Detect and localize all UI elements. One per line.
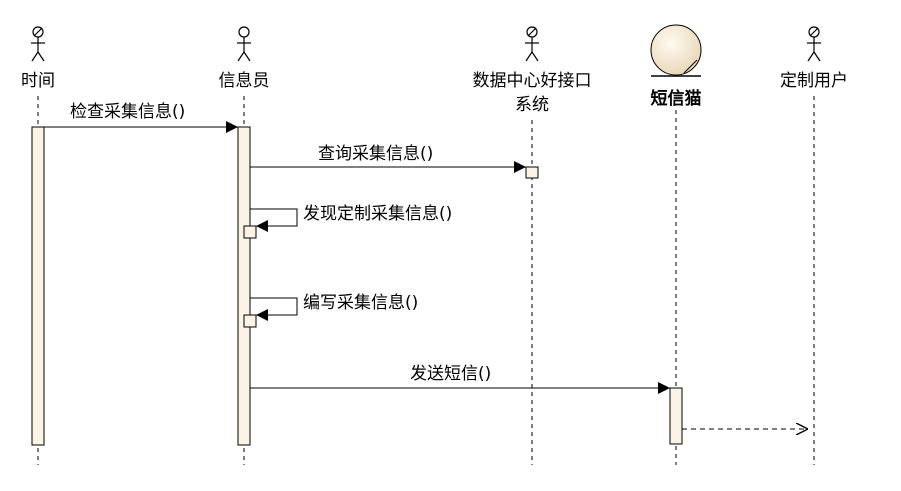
participant-clerk: 信息员 — [219, 26, 270, 465]
participant-label-line1: 数据中心好接口 — [473, 71, 592, 91]
participant-datacenter: 数据中心好接口 系统 — [473, 26, 592, 465]
message-label: 检查采集信息() — [70, 102, 185, 122]
message-label: 编写采集信息() — [303, 293, 418, 313]
participant-customer: 定制用户 — [780, 26, 848, 465]
message-find-custom-info: 发现定制采集信息() — [250, 204, 452, 232]
participant-label-line2: 系统 — [515, 95, 549, 115]
message-send-sms: 发送短信() — [250, 364, 670, 394]
participant-label: 时间 — [21, 71, 55, 91]
activation-bar — [525, 166, 539, 179]
self-message-arrow — [250, 208, 298, 232]
participant-smscat: 短信猫 — [650, 24, 702, 465]
self-message-arrow — [250, 297, 298, 321]
participant-time: 时间 — [21, 26, 55, 465]
activation-bar — [237, 126, 251, 446]
message-label: 发现定制采集信息() — [303, 204, 452, 224]
activation-bar — [31, 126, 45, 446]
participant-label: 定制用户 — [780, 71, 848, 91]
message-write-info: 编写采集信息() — [250, 293, 418, 321]
self-call-activation — [243, 225, 257, 239]
message-label: 发送短信() — [410, 364, 491, 384]
message-query-info: 查询采集信息() — [250, 144, 526, 173]
stick-figure-icon — [807, 26, 821, 62]
stick-figure-icon — [31, 26, 45, 62]
entity-circle-icon — [650, 24, 702, 77]
self-call-activation — [243, 314, 257, 328]
message-check-info: 检查采集信息() — [44, 102, 238, 133]
participant-label: 短信猫 — [651, 88, 702, 109]
stick-figure-icon — [237, 26, 251, 62]
message-label: 查询采集信息() — [318, 144, 433, 164]
participant-label: 信息员 — [219, 71, 270, 91]
activation-bar — [669, 387, 683, 445]
stick-figure-icon — [525, 26, 539, 62]
